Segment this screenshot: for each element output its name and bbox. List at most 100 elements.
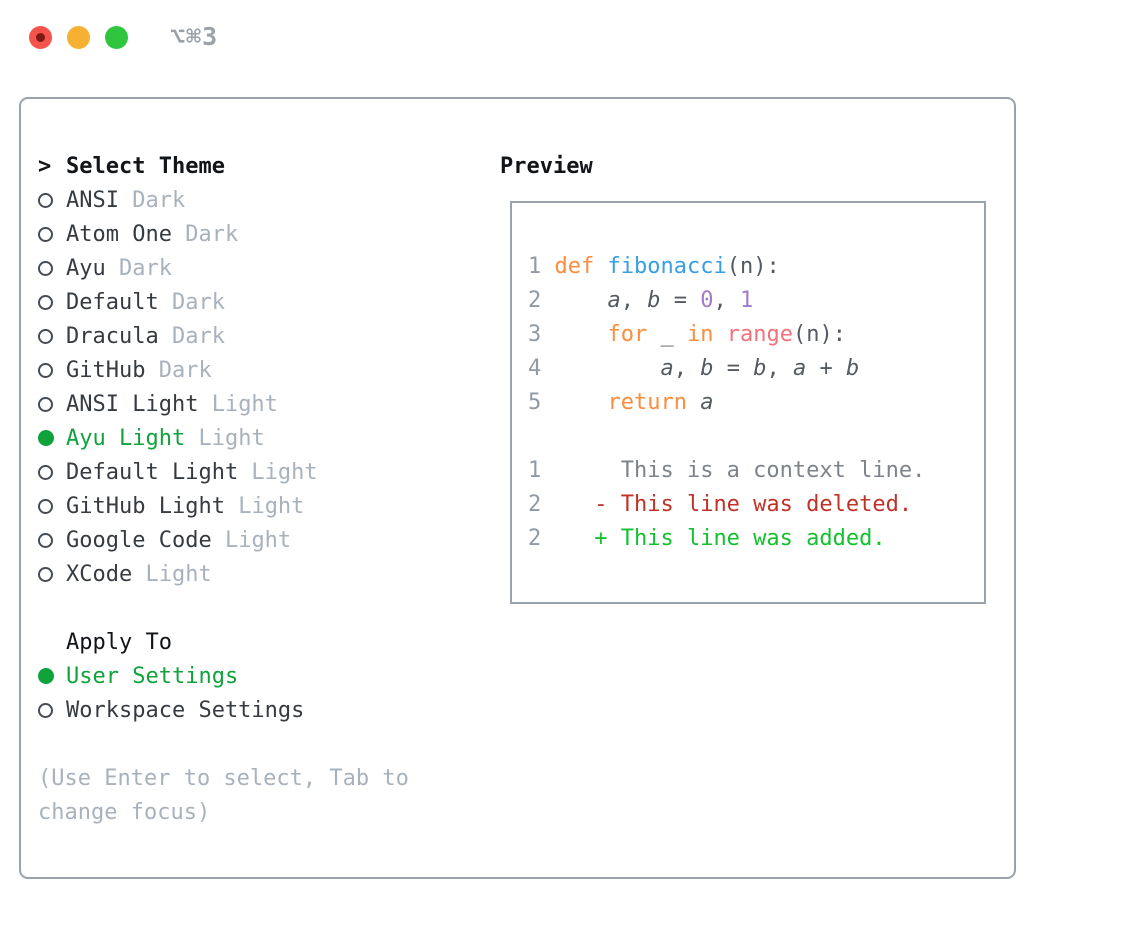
radio-gutter	[38, 464, 66, 480]
radio-selected-icon	[38, 668, 54, 684]
apply-option-user-settings[interactable]: User Settings	[38, 659, 488, 693]
code-token-fg: +	[806, 356, 846, 381]
option-label: GitHub	[66, 357, 146, 383]
theme-option-atom-one[interactable]: Atom One Dark	[38, 217, 488, 251]
code-line: 3 for _ in range(n):	[528, 318, 984, 352]
theme-option-google-code[interactable]: Google Code Light	[38, 523, 488, 557]
code-token-pnum: 0	[700, 288, 714, 313]
theme-option-dracula[interactable]: Dracula Dark	[38, 319, 488, 353]
code-line: 5 return a	[528, 386, 984, 420]
radio-unselected-icon	[38, 328, 53, 344]
option-label: Dracula	[66, 323, 159, 349]
code-token-fg	[555, 356, 661, 381]
theme-option-github[interactable]: GitHub Dark	[38, 353, 488, 387]
code-token-call: range	[726, 322, 793, 347]
code-token-var: a	[700, 390, 714, 415]
code-line: 2 - This line was deleted.	[528, 488, 984, 522]
line-number: 2	[528, 526, 555, 551]
code-token-var: a	[660, 356, 674, 381]
radio-gutter	[38, 498, 66, 514]
code-line: 2 + This line was added.	[528, 522, 984, 556]
line-number: 1	[528, 458, 555, 483]
option-label: Ayu	[66, 255, 106, 281]
apply-option-workspace-settings[interactable]: Workspace Settings	[38, 693, 488, 727]
radio-gutter	[38, 294, 66, 310]
close-button[interactable]	[29, 26, 52, 49]
code-token-fg: _	[660, 322, 687, 347]
code-token-var: a	[792, 356, 807, 381]
code-token-fg: =	[660, 288, 701, 313]
code-line	[528, 420, 984, 454]
prompt-gutter: >	[38, 154, 66, 179]
theme-option-ansi[interactable]: ANSI Dark	[38, 183, 488, 217]
theme-option-xcode[interactable]: XCode Light	[38, 557, 488, 591]
code-line: 2 a, b = 0, 1	[528, 284, 984, 318]
code-token-fg: ,	[620, 288, 648, 313]
titlebar: ⌥⌘3	[0, 0, 1140, 74]
radio-unselected-icon	[38, 226, 53, 242]
radio-unselected-icon	[38, 396, 53, 412]
radio-gutter	[38, 566, 66, 582]
option-variant-label: Light	[238, 459, 318, 485]
option-variant-label: Dark	[158, 289, 225, 315]
option-variant-label: Dark	[171, 221, 239, 247]
theme-option-github-light[interactable]: GitHub Light Light	[38, 489, 488, 523]
code-token-fg	[555, 288, 608, 313]
code-line: 4 a, b = b, a + b	[528, 352, 984, 386]
radio-selected-icon	[38, 430, 54, 446]
code-line: 1 def fibonacci(n):	[528, 250, 984, 284]
theme-option-default-light[interactable]: Default Light Light	[38, 455, 488, 489]
code-token-ctx: This is a context line.	[554, 458, 926, 483]
option-variant-label: Light	[198, 391, 278, 417]
prompt-caret-icon: >	[38, 153, 52, 179]
code-token-fg: (n):	[726, 254, 780, 279]
apply-to-header: Apply To	[66, 629, 172, 655]
radio-unselected-icon	[38, 464, 53, 480]
option-variant-label: Dark	[105, 255, 172, 281]
radio-unselected-icon	[38, 362, 53, 378]
apply-to-header-row: Apply To	[38, 625, 488, 659]
theme-option-ayu-light[interactable]: Ayu Light Light	[38, 421, 488, 455]
minimize-button[interactable]	[67, 26, 90, 49]
radio-gutter	[38, 668, 66, 684]
code-token-fg: ,	[766, 356, 793, 381]
code-token-fg: ,	[713, 288, 740, 313]
hint-line: (Use Enter to select, Tab to	[38, 765, 409, 791]
zoom-button[interactable]	[105, 26, 128, 49]
option-variant-label: Dark	[158, 323, 225, 349]
theme-option-ayu[interactable]: Ayu Dark	[38, 251, 488, 285]
theme-option-default[interactable]: Default Dark	[38, 285, 488, 319]
code-token-fg	[555, 390, 608, 415]
code-token-kw: def	[554, 254, 608, 279]
option-label: Ayu Light	[66, 425, 186, 451]
code-token-fn: fibonacci	[607, 254, 727, 279]
radio-unselected-icon	[38, 294, 53, 310]
radio-unselected-icon	[38, 566, 53, 582]
preview-header: Preview	[500, 153, 593, 179]
radio-unselected-icon	[38, 532, 53, 548]
radio-gutter	[38, 430, 66, 446]
option-label: ANSI	[66, 187, 119, 213]
line-number: 2	[528, 492, 555, 517]
radio-unselected-icon	[38, 192, 53, 208]
radio-gutter	[38, 260, 66, 276]
line-number: 5	[528, 390, 555, 415]
spacer	[38, 591, 488, 625]
code-token-pnum: 1	[739, 288, 754, 313]
radio-gutter	[38, 226, 66, 242]
code-token-kw: return	[607, 390, 701, 415]
code-token-var: a	[607, 288, 621, 313]
radio-gutter	[38, 192, 66, 208]
code-token-var: b	[845, 356, 860, 381]
select-theme-header: Select Theme	[66, 153, 225, 179]
option-label: ANSI Light	[66, 391, 199, 417]
option-label: GitHub Light	[66, 493, 225, 519]
theme-option-ansi-light[interactable]: ANSI Light Light	[38, 387, 488, 421]
